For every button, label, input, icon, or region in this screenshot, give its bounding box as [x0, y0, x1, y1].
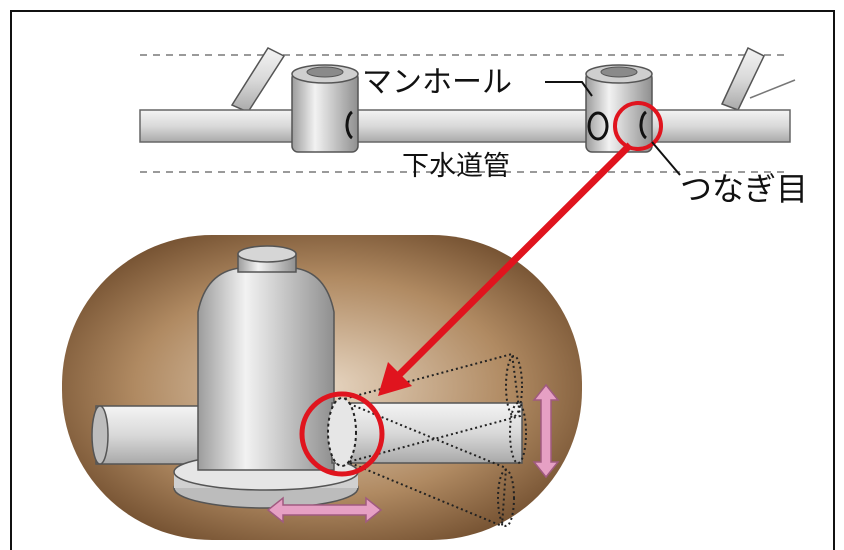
- joint-leader-line: [651, 141, 681, 176]
- displacement-arrow-icon: [266, 496, 383, 524]
- manhole-label: マンホール: [362, 65, 512, 100]
- callout-arrow-icon: [378, 142, 633, 396]
- detail-section: [62, 235, 582, 540]
- displacement-arrow-icon: [532, 383, 560, 479]
- sewer-pipe-icon: [139, 109, 791, 143]
- diagram-frame: [10, 10, 835, 550]
- overview-section: [139, 46, 796, 176]
- manhole-icon: [291, 64, 359, 153]
- manhole-leader-line: [545, 81, 593, 97]
- joint-label: つなぎ目: [680, 170, 808, 208]
- joint-circle-icon: [299, 391, 385, 477]
- sewer-pipe-label: 下水道管: [402, 151, 510, 182]
- joint-circle-icon: [613, 101, 663, 151]
